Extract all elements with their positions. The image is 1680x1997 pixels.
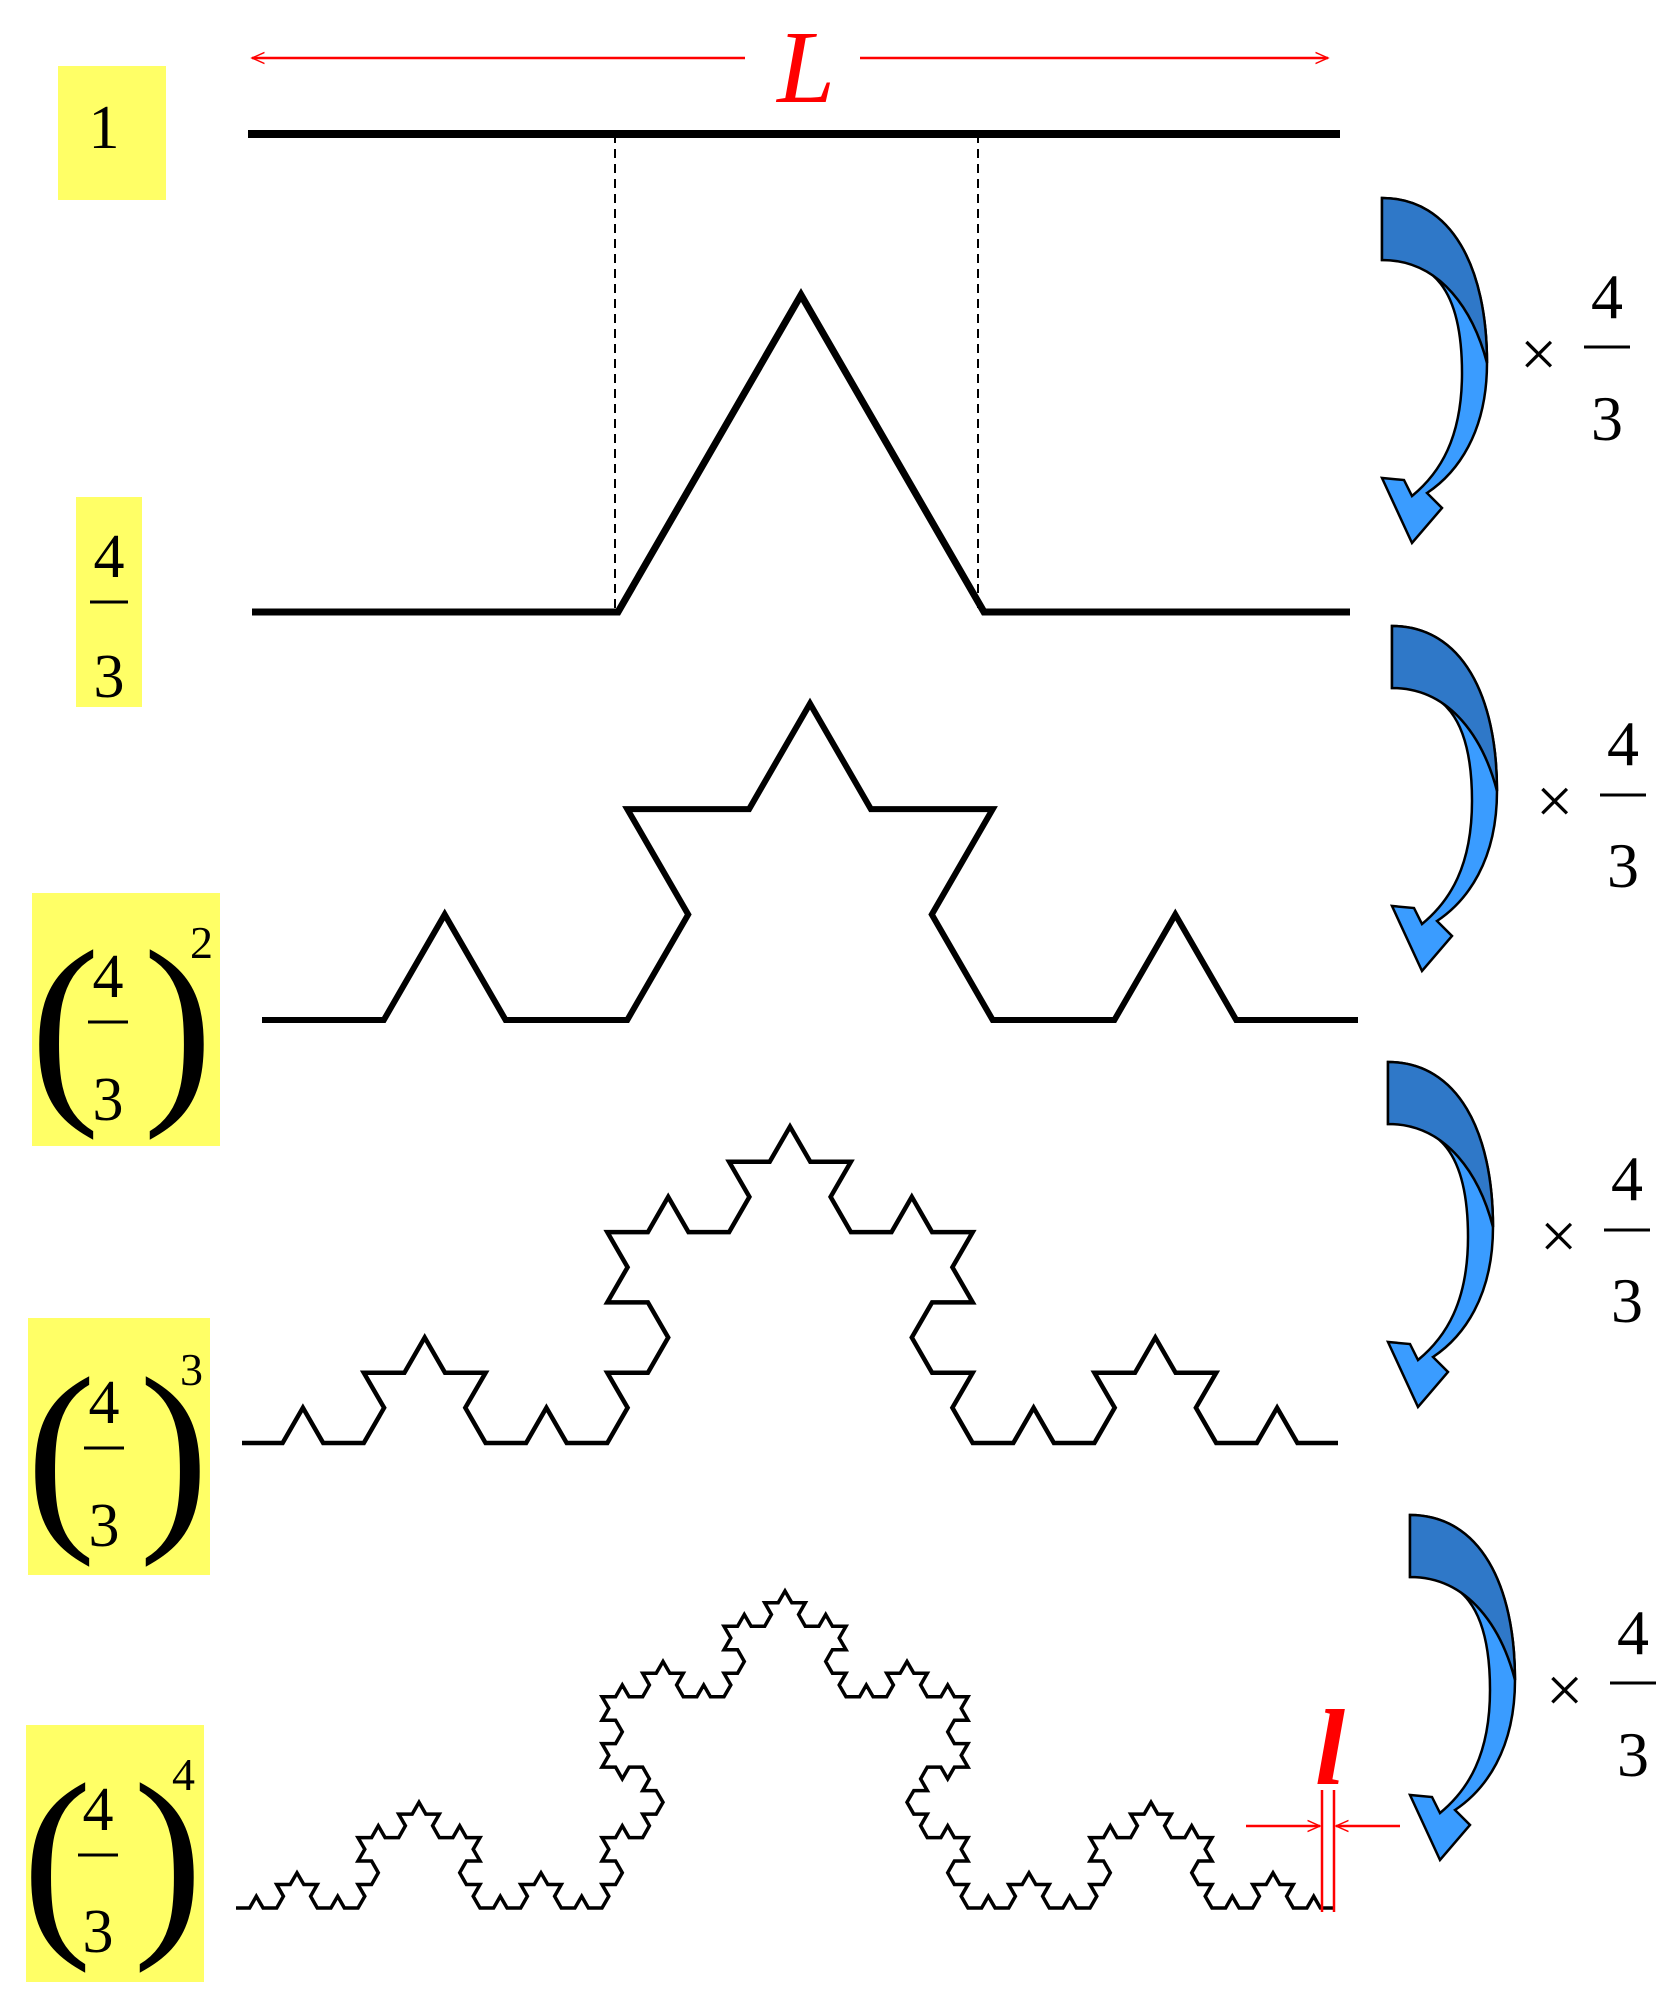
row-label-3: ( 4 3 ) 2	[30, 893, 220, 1146]
row-label-5: ( 4 3 ) 4	[22, 1725, 204, 1982]
multiplier-3-numerator: 4	[1611, 1143, 1643, 1214]
curved-arrow-2	[1390, 624, 1499, 973]
multiplier-3-sign: ×	[1540, 1200, 1577, 1273]
multiplier-2-denominator: 3	[1607, 830, 1639, 901]
row-label-3-right-paren: )	[143, 909, 213, 1141]
row-label-5-denominator: 3	[83, 1898, 114, 1966]
row-label-4: ( 4 3 ) 3	[26, 1318, 210, 1575]
row-label-1: 1	[58, 66, 166, 200]
multiplier-4-denominator: 3	[1617, 1719, 1649, 1790]
multiplier-3: × 4 3	[1540, 1143, 1650, 1336]
koch-curve-iteration-4	[236, 1587, 1334, 1910]
multiplier-1-denominator: 3	[1591, 383, 1623, 454]
row-label-4-right-paren: )	[139, 1336, 209, 1568]
length-indicator-L: L	[252, 10, 1328, 125]
row-label-4-numerator: 4	[89, 1369, 120, 1437]
row-label-1-text: 1	[89, 94, 120, 162]
dashed-guides	[614, 134, 979, 612]
curved-arrow-1	[1380, 196, 1489, 545]
multiplier-4-numerator: 4	[1617, 1597, 1649, 1668]
multiplier-2-sign: ×	[1536, 765, 1573, 838]
row-label-2-denominator: 3	[94, 643, 125, 711]
row-label-2-numerator: 4	[94, 523, 125, 591]
multiplier-1: × 4 3	[1520, 261, 1630, 454]
row-label-3-numerator: 4	[93, 943, 124, 1011]
koch-curve-iteration-3	[242, 1122, 1338, 1446]
row-label-3-exponent: 2	[190, 917, 213, 968]
row-label-2: 4 3	[76, 497, 142, 711]
multiplier-3-denominator: 3	[1611, 1265, 1643, 1336]
multiplier-2: × 4 3	[1536, 708, 1646, 901]
row-label-3-left-paren: (	[30, 909, 100, 1141]
multiplier-1-numerator: 4	[1591, 261, 1623, 332]
multiplier-2-numerator: 4	[1607, 708, 1639, 779]
row-label-4-left-paren: (	[26, 1336, 96, 1568]
curved-arrow-3	[1386, 1060, 1495, 1409]
curved-arrow-4	[1408, 1513, 1517, 1862]
row-label-5-exponent: 4	[172, 1749, 195, 1800]
segment-indicator-l: l	[1246, 1689, 1400, 1912]
koch-curves	[236, 130, 1358, 1910]
row-label-3-denominator: 3	[93, 1066, 124, 1134]
row-label-4-exponent: 3	[180, 1344, 203, 1395]
row-label-4-denominator: 3	[89, 1492, 120, 1560]
multiplier-4-sign: ×	[1546, 1654, 1583, 1727]
row-label-5-right-paren: )	[133, 1742, 203, 1974]
koch-curve-iteration-1	[252, 287, 1350, 616]
length-label-L: L	[775, 10, 835, 125]
row-label-5-left-paren: (	[22, 1742, 92, 1974]
row-label-5-numerator: 4	[83, 1776, 114, 1844]
segment-label-l: l	[1315, 1689, 1345, 1808]
multiplier-1-sign: ×	[1520, 318, 1557, 391]
koch-curve-iteration-2	[262, 697, 1358, 1023]
multiplier-4: × 4 3	[1546, 1597, 1656, 1790]
